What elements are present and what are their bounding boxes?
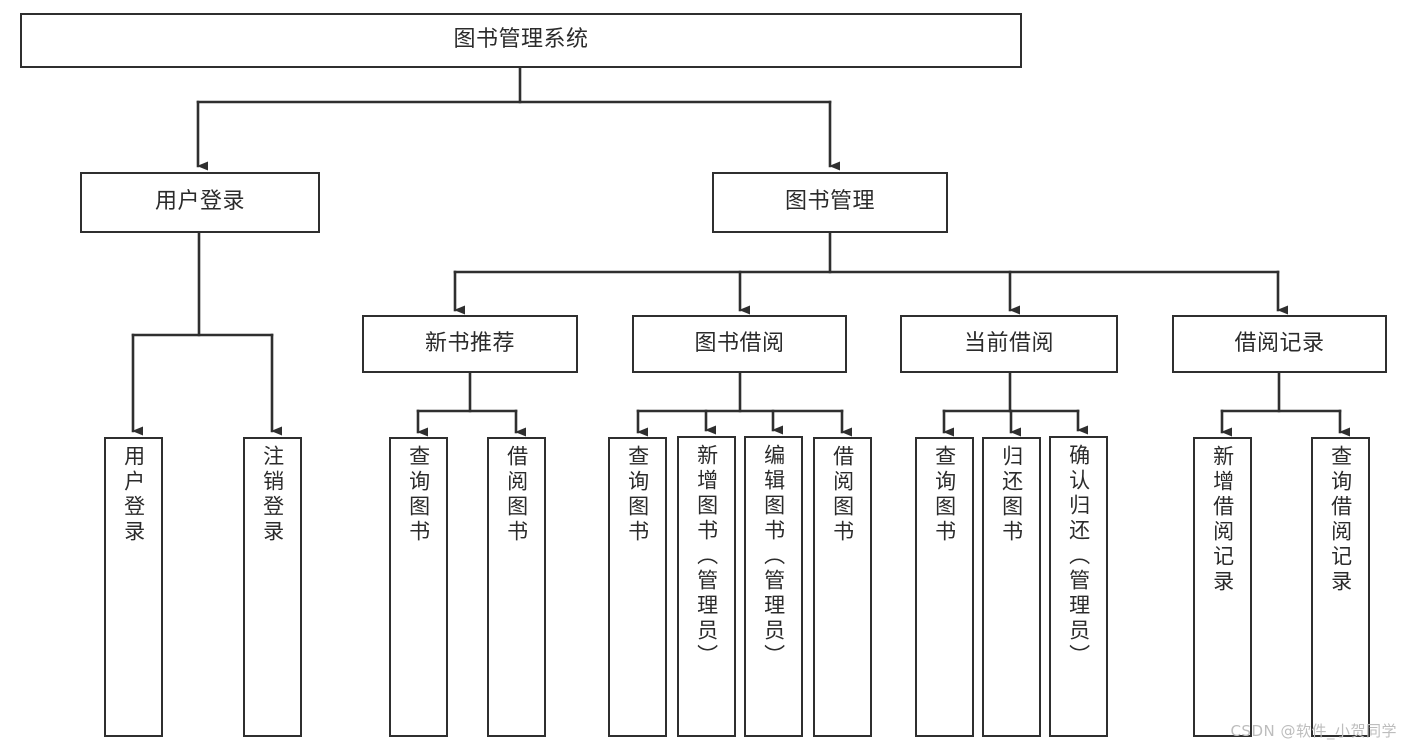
node-leaf-borrow-book-2-label: 借阅图书 xyxy=(830,445,855,545)
node-leaf-logout-label: 注销登录 xyxy=(260,445,285,545)
node-leaf-logout[interactable]: 注销登录 xyxy=(243,437,302,737)
node-leaf-user-login[interactable]: 用户登录 xyxy=(104,437,163,737)
node-book-management[interactable]: 图书管理 xyxy=(712,172,948,233)
node-leaf-query-book-2-label: 查询图书 xyxy=(625,445,650,545)
node-leaf-query-book-2[interactable]: 查询图书 xyxy=(608,437,667,737)
node-leaf-confirm-return[interactable]: 确认归还（管理员） xyxy=(1049,436,1108,737)
node-leaf-query-book-3-label: 查询图书 xyxy=(932,445,957,545)
node-current-borrow-label: 当前借阅 xyxy=(963,330,1054,356)
node-leaf-user-login-label: 用户登录 xyxy=(121,445,146,545)
node-leaf-confirm-return-label: 确认归还（管理员） xyxy=(1066,444,1091,669)
node-root-label: 图书管理系统 xyxy=(453,27,589,53)
node-borrow-record-label: 借阅记录 xyxy=(1234,330,1325,356)
node-new-book-recommend-label: 新书推荐 xyxy=(424,330,515,356)
node-leaf-query-book-1[interactable]: 查询图书 xyxy=(389,437,448,737)
node-user-login[interactable]: 用户登录 xyxy=(80,172,320,233)
node-leaf-return-book[interactable]: 归还图书 xyxy=(982,437,1041,737)
node-root[interactable]: 图书管理系统 xyxy=(20,13,1022,68)
node-leaf-add-record[interactable]: 新增借阅记录 xyxy=(1193,437,1252,737)
node-book-borrow[interactable]: 图书借阅 xyxy=(632,315,847,373)
node-leaf-borrow-book-1-label: 借阅图书 xyxy=(504,445,529,545)
node-leaf-query-record-label: 查询借阅记录 xyxy=(1328,445,1353,595)
node-borrow-record[interactable]: 借阅记录 xyxy=(1172,315,1387,373)
node-leaf-query-record[interactable]: 查询借阅记录 xyxy=(1311,437,1370,737)
node-leaf-add-book-label: 新增图书（管理员） xyxy=(694,444,719,669)
node-leaf-edit-book-label: 编辑图书（管理员） xyxy=(761,444,786,669)
node-new-book-recommend[interactable]: 新书推荐 xyxy=(362,315,578,373)
node-user-login-label: 用户登录 xyxy=(154,189,245,215)
node-leaf-edit-book[interactable]: 编辑图书（管理员） xyxy=(744,436,803,737)
node-leaf-add-book[interactable]: 新增图书（管理员） xyxy=(677,436,736,737)
node-book-borrow-label: 图书借阅 xyxy=(694,330,785,356)
node-current-borrow[interactable]: 当前借阅 xyxy=(900,315,1118,373)
node-leaf-borrow-book-2[interactable]: 借阅图书 xyxy=(813,437,872,737)
node-leaf-add-record-label: 新增借阅记录 xyxy=(1210,445,1235,595)
node-leaf-query-book-1-label: 查询图书 xyxy=(406,445,431,545)
node-leaf-borrow-book-1[interactable]: 借阅图书 xyxy=(487,437,546,737)
watermark-text: CSDN @软件_小贺同学 xyxy=(1230,722,1397,740)
node-leaf-query-book-3[interactable]: 查询图书 xyxy=(915,437,974,737)
node-leaf-return-book-label: 归还图书 xyxy=(999,445,1024,545)
node-book-management-label: 图书管理 xyxy=(784,189,875,215)
